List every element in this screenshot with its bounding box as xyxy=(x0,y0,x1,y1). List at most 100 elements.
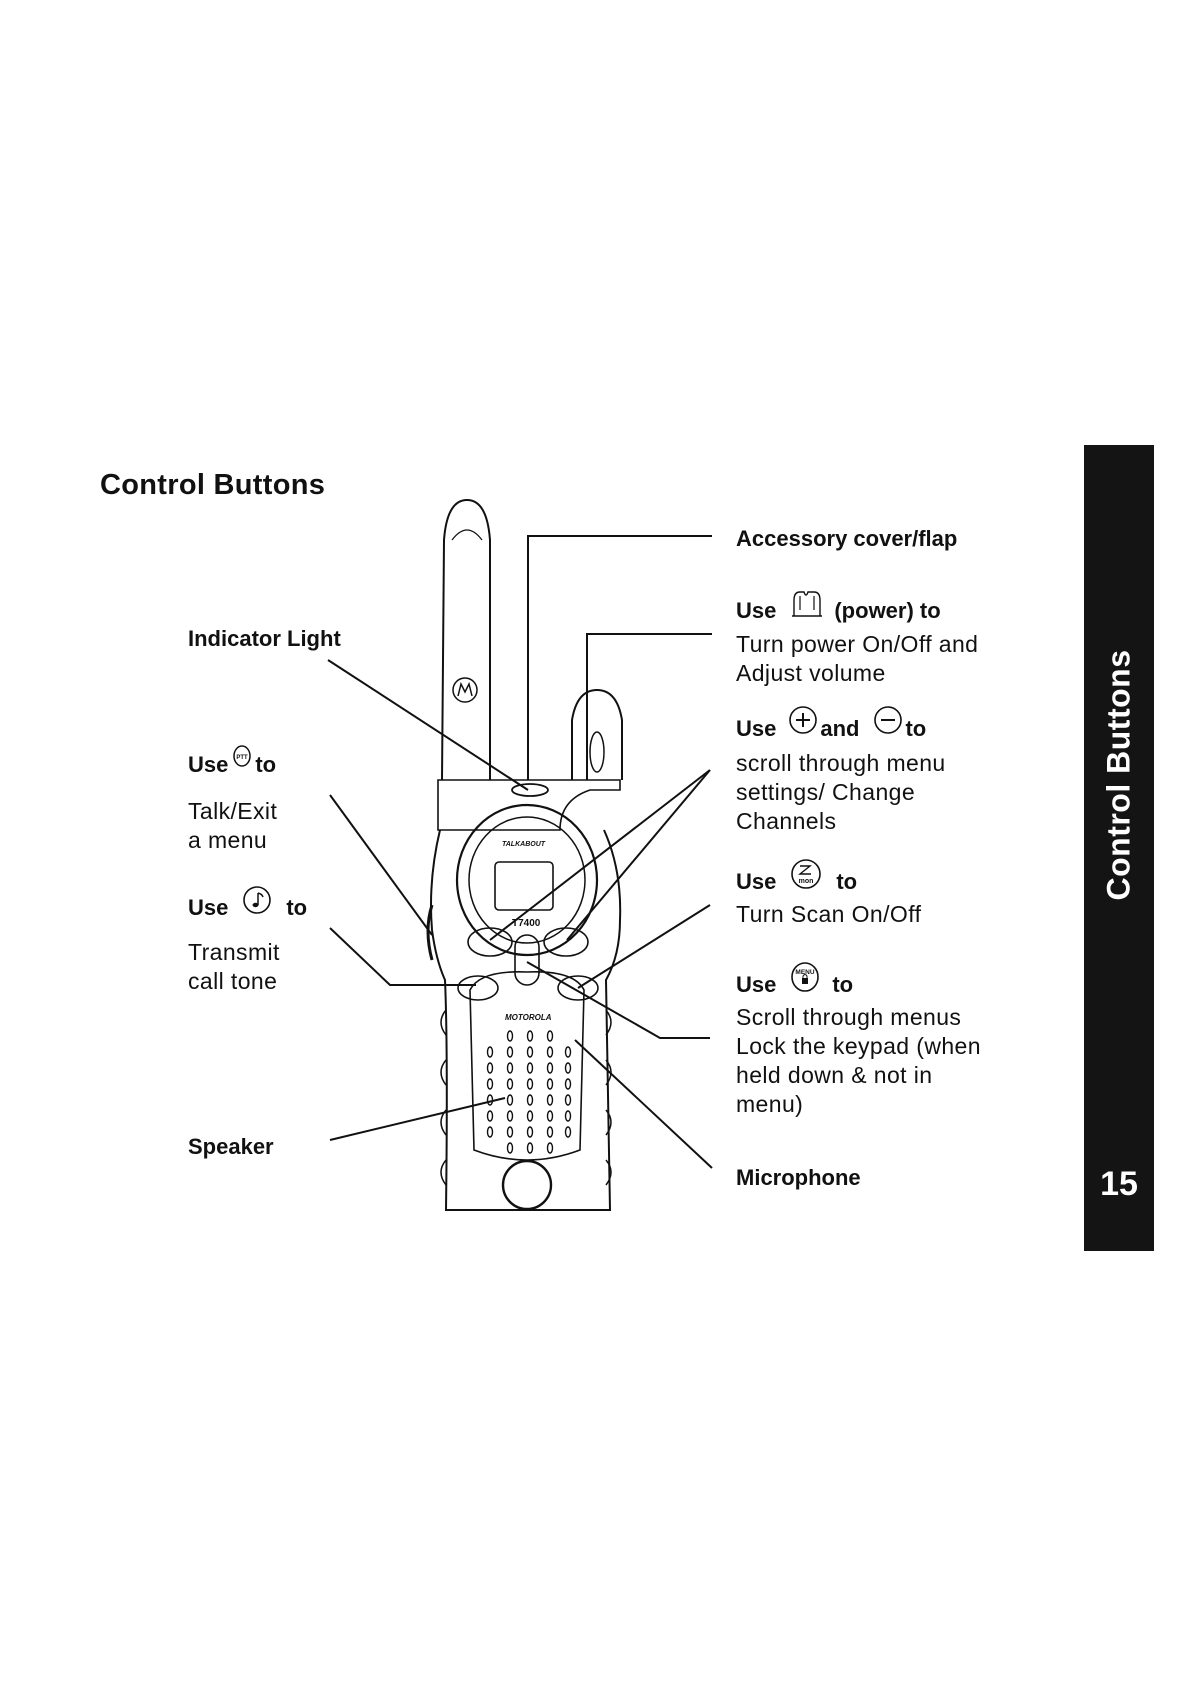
speaker-hole xyxy=(546,1030,554,1042)
callout-minus xyxy=(489,769,711,941)
speaker-hole xyxy=(506,1046,514,1058)
use-word: Use xyxy=(736,716,777,741)
speaker-hole xyxy=(546,1126,554,1138)
use-word: Use xyxy=(188,895,229,920)
speaker-hole xyxy=(506,1110,514,1122)
use-word: Use xyxy=(188,752,229,777)
menu-desc-line: Lock the keypad (when xyxy=(736,1033,981,1059)
to-word: to xyxy=(832,972,854,997)
maker-plate: MOTOROLA xyxy=(505,1013,552,1022)
speaker-label: Speaker xyxy=(188,1134,274,1159)
speaker-hole xyxy=(564,1078,572,1090)
svg-text:PTT: PTT xyxy=(237,755,249,761)
use-word: Use xyxy=(736,869,777,894)
to-word: to xyxy=(905,716,927,741)
speaker-hole xyxy=(564,1046,572,1058)
minus-button xyxy=(467,927,513,957)
speaker-hole xyxy=(546,1094,554,1106)
speaker-hole xyxy=(506,1062,514,1074)
microphone-grill xyxy=(501,1159,553,1211)
plus-minus-desc-line: Channels xyxy=(736,808,837,834)
microphone-label: Microphone xyxy=(736,1165,861,1190)
plus-minus-use-line: Use and to xyxy=(736,706,927,742)
speaker-hole xyxy=(486,1110,494,1122)
antenna-logo-icon xyxy=(452,677,478,703)
speaker-hole xyxy=(526,1110,534,1122)
speaker-hole xyxy=(546,1142,554,1154)
plus-button-icon xyxy=(788,705,818,735)
scan-button xyxy=(557,975,599,1001)
ptt-button-icon: PTT xyxy=(232,744,252,768)
callout-menu xyxy=(526,961,710,1039)
speaker-hole xyxy=(564,1062,572,1074)
speaker-hole xyxy=(506,1142,514,1154)
power-description: Turn power On/Off and Adjust volume xyxy=(736,630,978,688)
power-label: (power) to xyxy=(834,598,941,623)
speaker-hole xyxy=(546,1062,554,1074)
svg-text:mon: mon xyxy=(799,878,814,885)
speaker-hole xyxy=(546,1046,554,1058)
antenna xyxy=(441,498,491,781)
speaker-hole xyxy=(546,1110,554,1122)
menu-desc-line: menu) xyxy=(736,1091,804,1117)
call-tone-desc-line: Transmit xyxy=(188,939,280,965)
page-title: Control Buttons xyxy=(100,469,326,501)
menu-desc-line: Scroll through menus xyxy=(736,1004,962,1030)
ptt-use-line: Use PTT to xyxy=(188,745,277,778)
ptt-desc-line: Talk/Exit xyxy=(188,798,278,824)
and-word: and xyxy=(820,716,860,741)
scan-description: Turn Scan On/Off xyxy=(736,900,921,929)
ptt-description: Talk/Exit a menu xyxy=(188,797,277,855)
minus-button-icon xyxy=(873,705,903,735)
callout-indicator xyxy=(327,659,529,791)
radio-head xyxy=(437,779,621,831)
speaker-hole xyxy=(486,1078,494,1090)
power-knob-icon xyxy=(790,588,824,618)
power-desc-line: Adjust volume xyxy=(736,660,886,686)
speaker-hole xyxy=(526,1126,534,1138)
speaker-hole xyxy=(564,1110,572,1122)
accessory-label: Accessory cover/flap xyxy=(736,526,958,551)
menu-lock-button xyxy=(514,934,540,986)
speaker-hole xyxy=(526,1142,534,1154)
callout-plus xyxy=(566,769,711,941)
call-tone-button xyxy=(457,975,499,1001)
call-tone-desc-line: call tone xyxy=(188,968,278,994)
plus-minus-description: scroll through menu settings/ Change Cha… xyxy=(736,749,946,836)
indicator-light-label: Indicator Light xyxy=(188,626,341,651)
callout-ptt xyxy=(329,794,433,936)
call-tone-button-icon xyxy=(242,885,272,915)
side-tab-label: Control Buttons xyxy=(1100,649,1137,901)
to-word: to xyxy=(836,869,858,894)
callout-power xyxy=(586,633,712,780)
radio-body xyxy=(430,829,622,1211)
to-word: to xyxy=(286,895,308,920)
side-tab: Control Buttons 15 xyxy=(1084,445,1154,1251)
menu-lock-button-icon: MENU xyxy=(790,961,820,993)
menu-description: Scroll through menus Lock the keypad (wh… xyxy=(736,1003,981,1119)
speaker-hole xyxy=(564,1094,572,1106)
power-desc-line: Turn power On/Off and xyxy=(736,631,979,657)
speaker-hole xyxy=(506,1126,514,1138)
speaker-grill xyxy=(486,1030,572,1154)
indicator-light xyxy=(511,783,549,797)
callout-microphone xyxy=(574,1039,713,1169)
speaker-hole xyxy=(526,1046,534,1058)
scan-mon-button-icon: mon xyxy=(790,858,822,890)
svg-text:MENU: MENU xyxy=(796,969,815,976)
ptt-side-button xyxy=(426,904,434,961)
use-word: Use xyxy=(736,598,777,623)
callout-scan xyxy=(577,904,711,989)
call-tone-description: Transmit call tone xyxy=(188,938,280,996)
page-number: 15 xyxy=(1100,1165,1138,1203)
speaker-hole xyxy=(526,1094,534,1106)
speaker-hole xyxy=(506,1094,514,1106)
menu-desc-line: held down & not in xyxy=(736,1062,933,1088)
speaker-hole xyxy=(526,1078,534,1090)
to-word: to xyxy=(255,752,277,777)
speaker-hole xyxy=(486,1094,494,1106)
brand-plate: TALKABOUT xyxy=(502,841,546,848)
ptt-desc-line: a menu xyxy=(188,827,268,853)
power-use-line: Use (power) to xyxy=(736,591,941,624)
